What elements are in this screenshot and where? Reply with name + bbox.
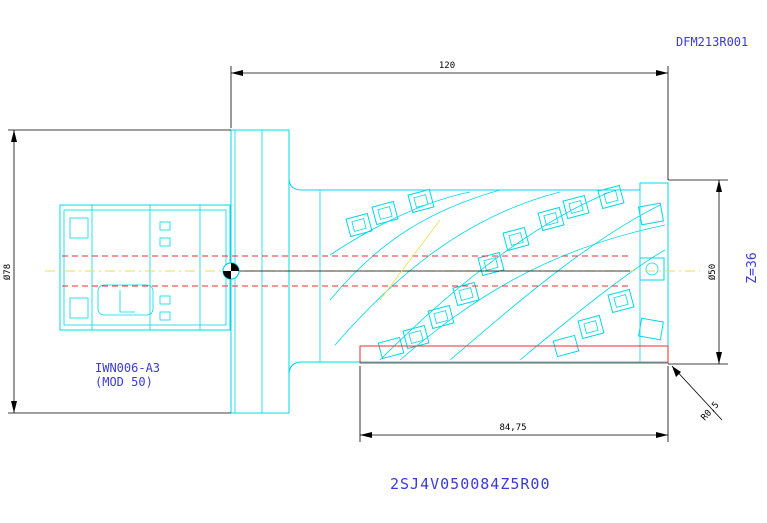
insert [402, 324, 430, 350]
insert [427, 304, 455, 330]
adapter-label-line1: IWN006-A3 [95, 361, 160, 375]
cutter-diameter-value: Ø50 [707, 264, 718, 280]
insert [597, 184, 625, 210]
insert [502, 226, 530, 252]
dimension-cutting-length: 84,75 [359, 366, 669, 442]
insert [562, 194, 590, 220]
insert [552, 334, 580, 358]
cutting-length-value: 84,75 [499, 423, 526, 433]
dimension-shank-diameter: Ø78 [2, 129, 231, 414]
adapter-label-line2: (MOD 50) [95, 375, 153, 389]
overall-length-value: 120 [439, 61, 455, 71]
insert [638, 202, 664, 226]
insert [407, 188, 435, 214]
drawing-code: DFM213R001 [676, 35, 748, 49]
centerlines [45, 219, 700, 301]
insert [452, 281, 480, 307]
insert [377, 336, 405, 360]
adapter-body [59, 204, 231, 331]
dimension-cutter-diameter: Ø50 [668, 179, 728, 365]
cutter-body [288, 145, 669, 413]
gauge-point-marker [222, 262, 240, 280]
inserts [345, 184, 665, 360]
part-number: 2SJ4V050084Z5R00 [390, 475, 551, 493]
insert [577, 314, 605, 340]
shank-diameter-value: Ø78 [2, 264, 13, 280]
flange [230, 129, 290, 414]
insert [607, 288, 635, 314]
insert [639, 257, 665, 281]
insert [537, 206, 565, 232]
insert [371, 200, 399, 226]
teeth-count-label: Z=36 [745, 252, 760, 283]
insert [477, 251, 505, 277]
cutting-zone-outline [359, 345, 669, 364]
corner-radius-value: R0,5 [700, 400, 722, 423]
dimension-overall-length: 120 [230, 61, 669, 180]
corner-radius-callout: R0,5 [671, 365, 723, 423]
insert [345, 212, 373, 238]
insert [638, 317, 664, 341]
